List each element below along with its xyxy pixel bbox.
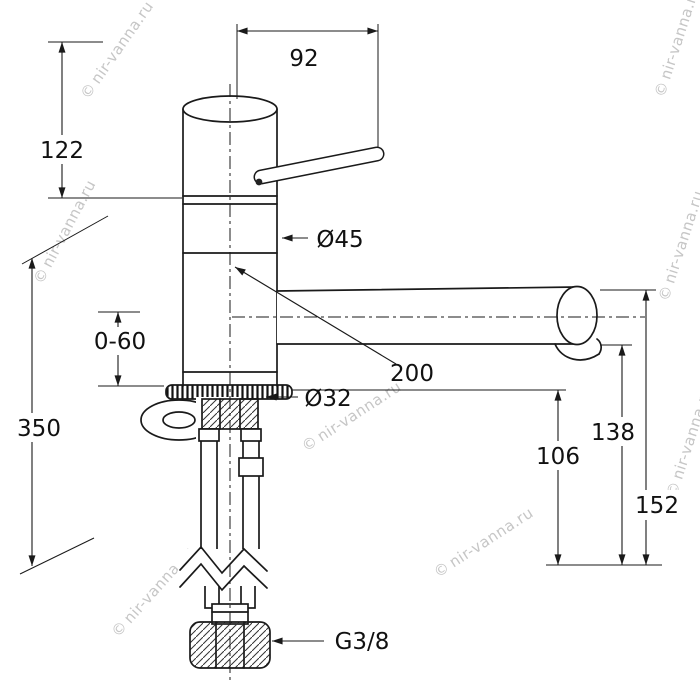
dimension-152: 152 [600,289,685,565]
dimension-92: 92 [236,24,379,147]
supply-hose-left [200,428,218,557]
dim-label-106: 106 [536,444,580,470]
dimension-diameter-45: Ø45 [282,227,364,253]
spout [276,285,603,361]
supply-hose-right [242,428,260,557]
dimension-0-60: 0-60 [88,311,164,387]
spout-outlet [556,285,598,346]
dimension-thread-g38: G3/8 [272,629,389,655]
dim-label-152: 152 [635,493,679,519]
dim-label-200: 200 [390,361,434,387]
dim-label-thread: G3/8 [335,629,390,655]
dimension-diameter-32: Ø32 [266,386,352,412]
dim-label-0-60: 0-60 [94,329,146,355]
dim-label-diameter-45: Ø45 [316,227,363,253]
dimension-106: 106 [531,390,586,565]
temperature-indicator-dot [255,178,263,186]
dimension-350: 350 [14,215,109,575]
centerlines [229,84,645,680]
dim-label-92: 92 [289,46,318,72]
dimension-138: 138 [586,344,641,565]
dim-label-350: 350 [17,416,61,442]
dimension-200: 200 [234,266,434,387]
reference-lines [292,389,662,566]
dim-label-138: 138 [591,420,635,446]
break-symbol [178,545,270,592]
lever-handle [253,146,385,186]
dim-label-diameter-32: Ø32 [304,386,351,412]
dimension-122: 122 [38,41,182,199]
dim-label-122: 122 [40,138,84,164]
